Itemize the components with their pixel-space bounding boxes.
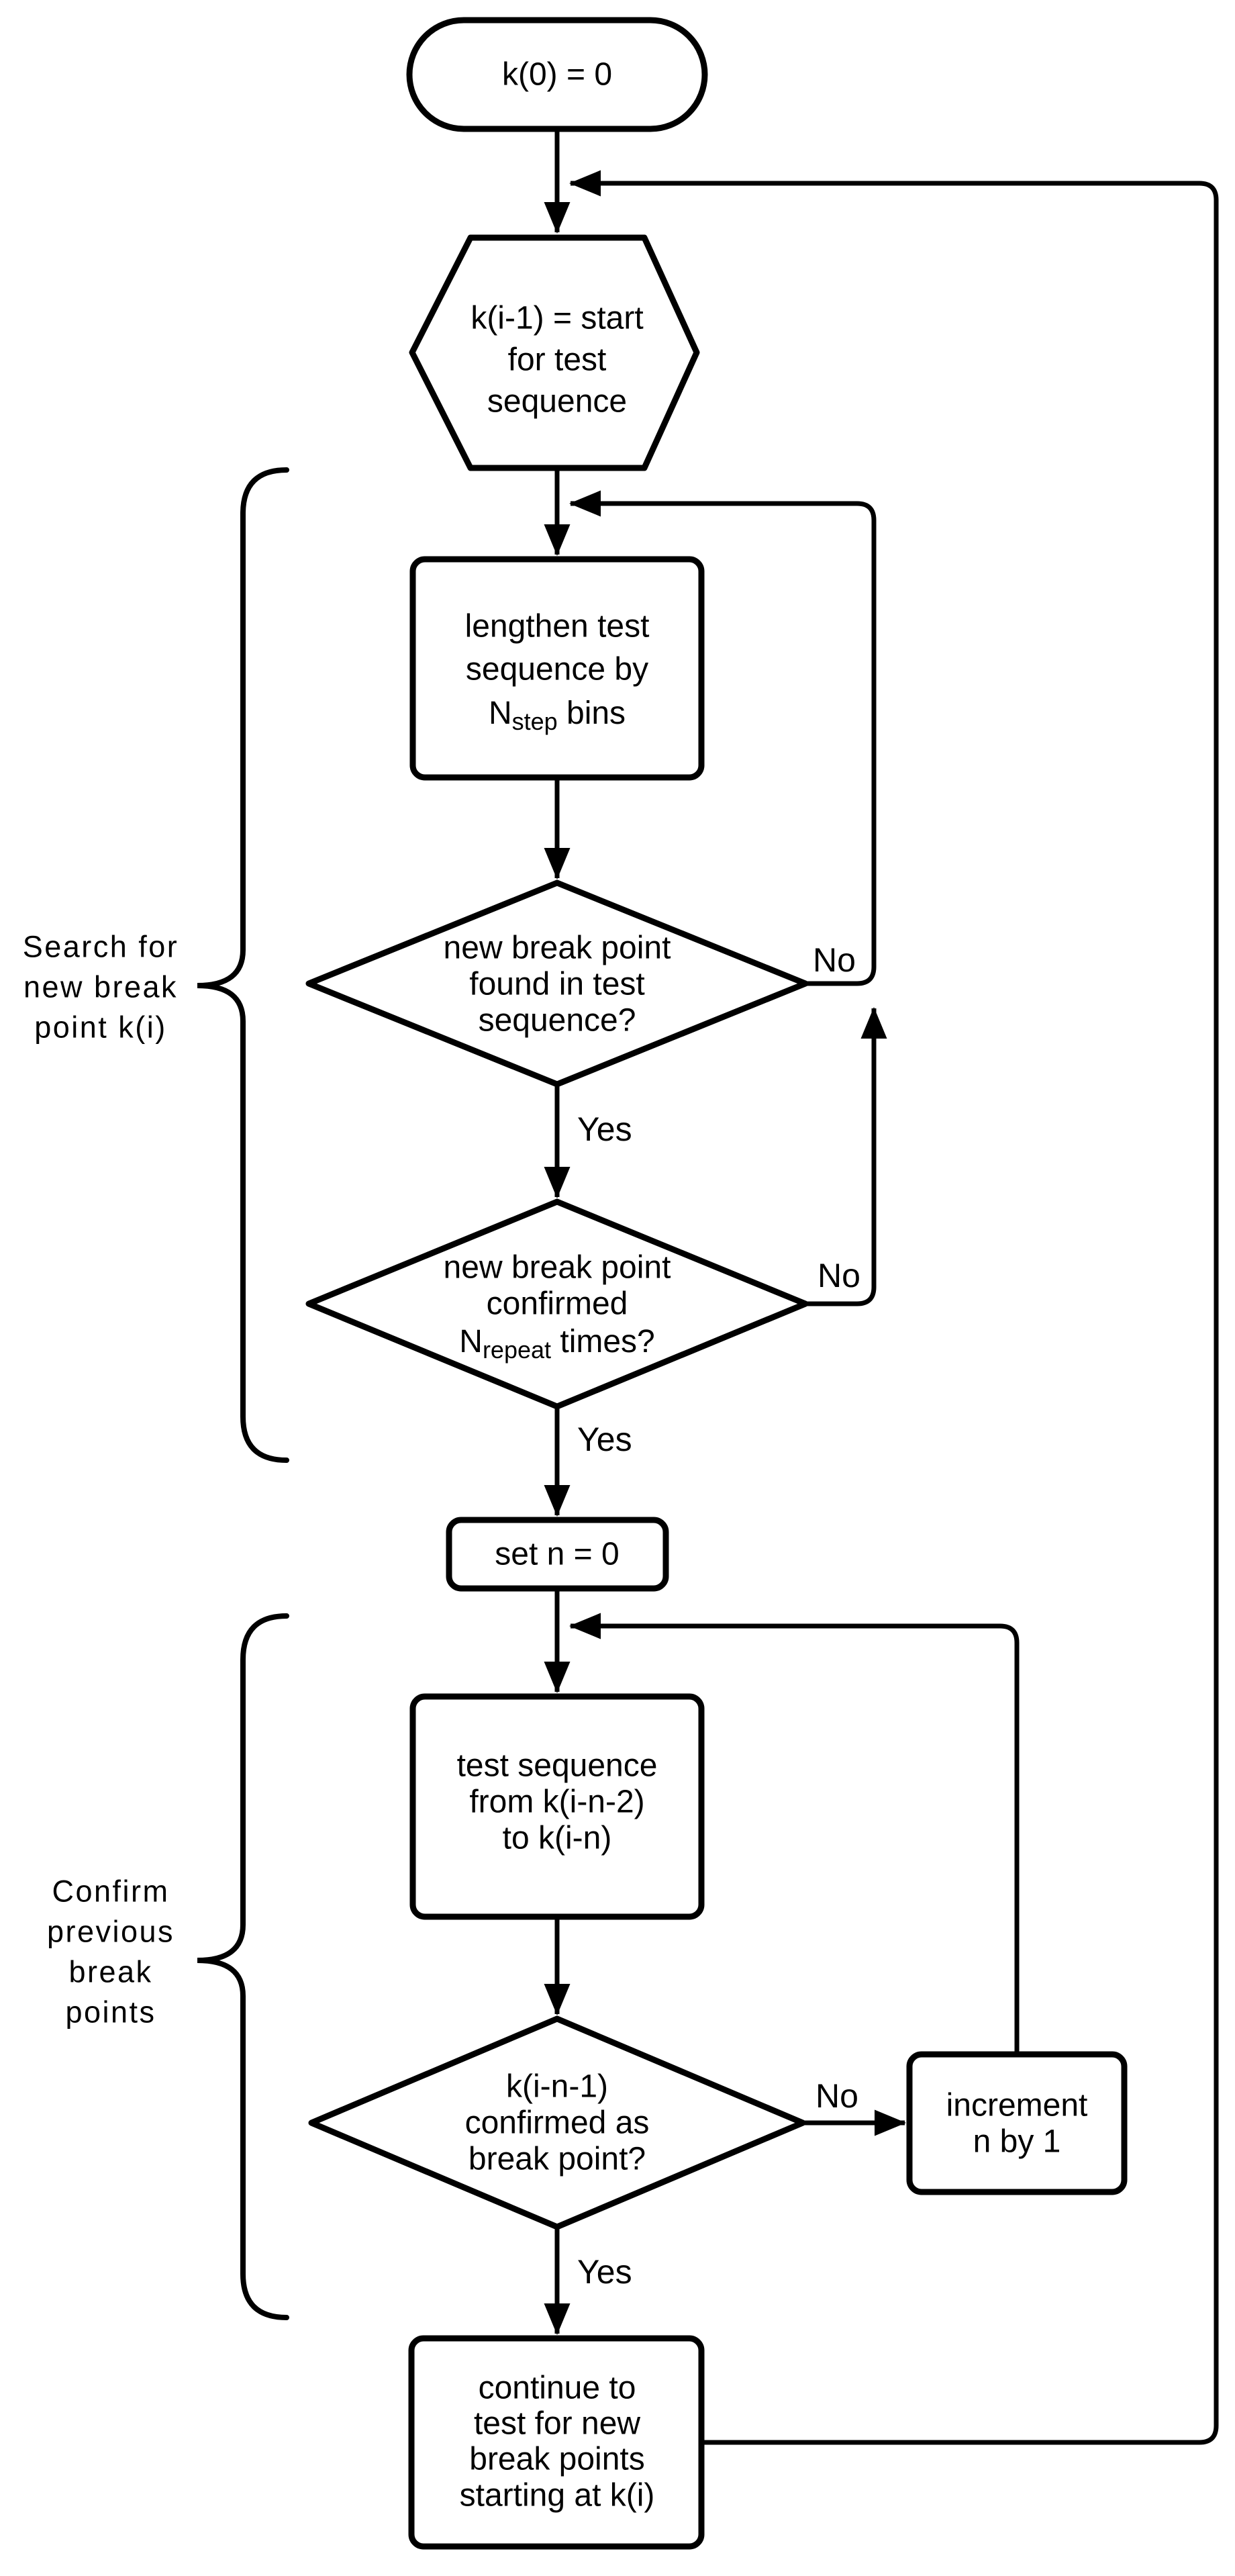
edge-find-no-loop (569, 490, 877, 986)
continue-line3: break points (469, 2442, 645, 2477)
kcheck-diamond-line1: k(i-n-1) (506, 2069, 608, 2105)
lengthen-line2: sequence by (466, 652, 648, 687)
confirm-no-label: No (818, 1257, 860, 1294)
test-sequence-rect (409, 1693, 705, 1920)
find-yes-label: Yes (577, 1110, 632, 1148)
kcheck-diamond-line3: break point? (468, 2142, 646, 2177)
lengthen-line1: lengthen test (465, 609, 650, 645)
kcheck-yes-label: Yes (577, 2253, 632, 2291)
confirm-yes-label: Yes (577, 1421, 632, 1458)
increment-line2: n by 1 (973, 2124, 1061, 2160)
lengthen-rect (409, 556, 705, 781)
confirm-diamond-line1: new break point (444, 1250, 671, 1286)
kcheck-no-label: No (816, 2077, 858, 2115)
increment-rect (906, 2051, 1128, 2195)
continue-line2: test for new (474, 2406, 640, 2442)
find-breakpoint-diamond (305, 879, 809, 1088)
test-sequence-line2: from k(i-n-2) (469, 1784, 644, 1820)
kcheck-diamond-line2: confirmed as (465, 2105, 650, 2141)
edge-increment-loop (569, 1613, 1020, 2054)
kcheck-diamond (308, 2015, 806, 2230)
confirm-brace-label-line4: points (65, 1995, 156, 2030)
find-diamond-line1: new break point (444, 931, 671, 966)
init-hexagon-line2: for test (508, 342, 607, 378)
confirm-breakpoint-diamond (305, 1198, 809, 1410)
confirm-diamond-line2: confirmed (487, 1286, 628, 1322)
confirm-brace (197, 1613, 289, 2320)
lengthen-line3: Nstep bins (489, 696, 626, 735)
test-sequence-line3: to k(i-n) (503, 1821, 612, 1856)
edge-confirm-no-loop (805, 1007, 887, 1306)
start-label: k(0) = 0 (502, 57, 612, 93)
search-brace-label-line3: point k(i) (34, 1010, 167, 1045)
search-brace-label-line2: new break (23, 970, 178, 1004)
init-hexagon-line1: k(i-1) = start (471, 301, 643, 336)
find-no-label: No (813, 941, 856, 979)
confirm-diamond-line3: Nrepeat times? (459, 1324, 654, 1364)
confirm-brace-label-line3: break (68, 1955, 152, 1989)
continue-line1: continue to (479, 2371, 636, 2406)
search-brace-label-line1: Search for (23, 930, 179, 964)
increment-line1: increment (946, 2088, 1088, 2124)
edge-continue-outer-loop (569, 170, 1219, 2445)
confirm-brace-label-line1: Confirm (52, 1874, 169, 1909)
set-n-label: set n = 0 (495, 1537, 619, 1572)
set-n-rect (446, 1517, 669, 1592)
continue-line4: starting at k(i) (460, 2478, 655, 2514)
confirm-brace-label-line2: previous (47, 1915, 175, 1949)
search-brace (197, 467, 289, 1463)
find-diamond-line2: found in test (469, 967, 645, 1002)
init-hexagon (409, 234, 700, 471)
start-terminator (406, 17, 708, 132)
test-sequence-line1: test sequence (457, 1748, 658, 1784)
continue-rect (408, 2335, 705, 2550)
init-hexagon-line3: sequence (487, 384, 627, 420)
find-diamond-line3: sequence? (479, 1003, 636, 1039)
